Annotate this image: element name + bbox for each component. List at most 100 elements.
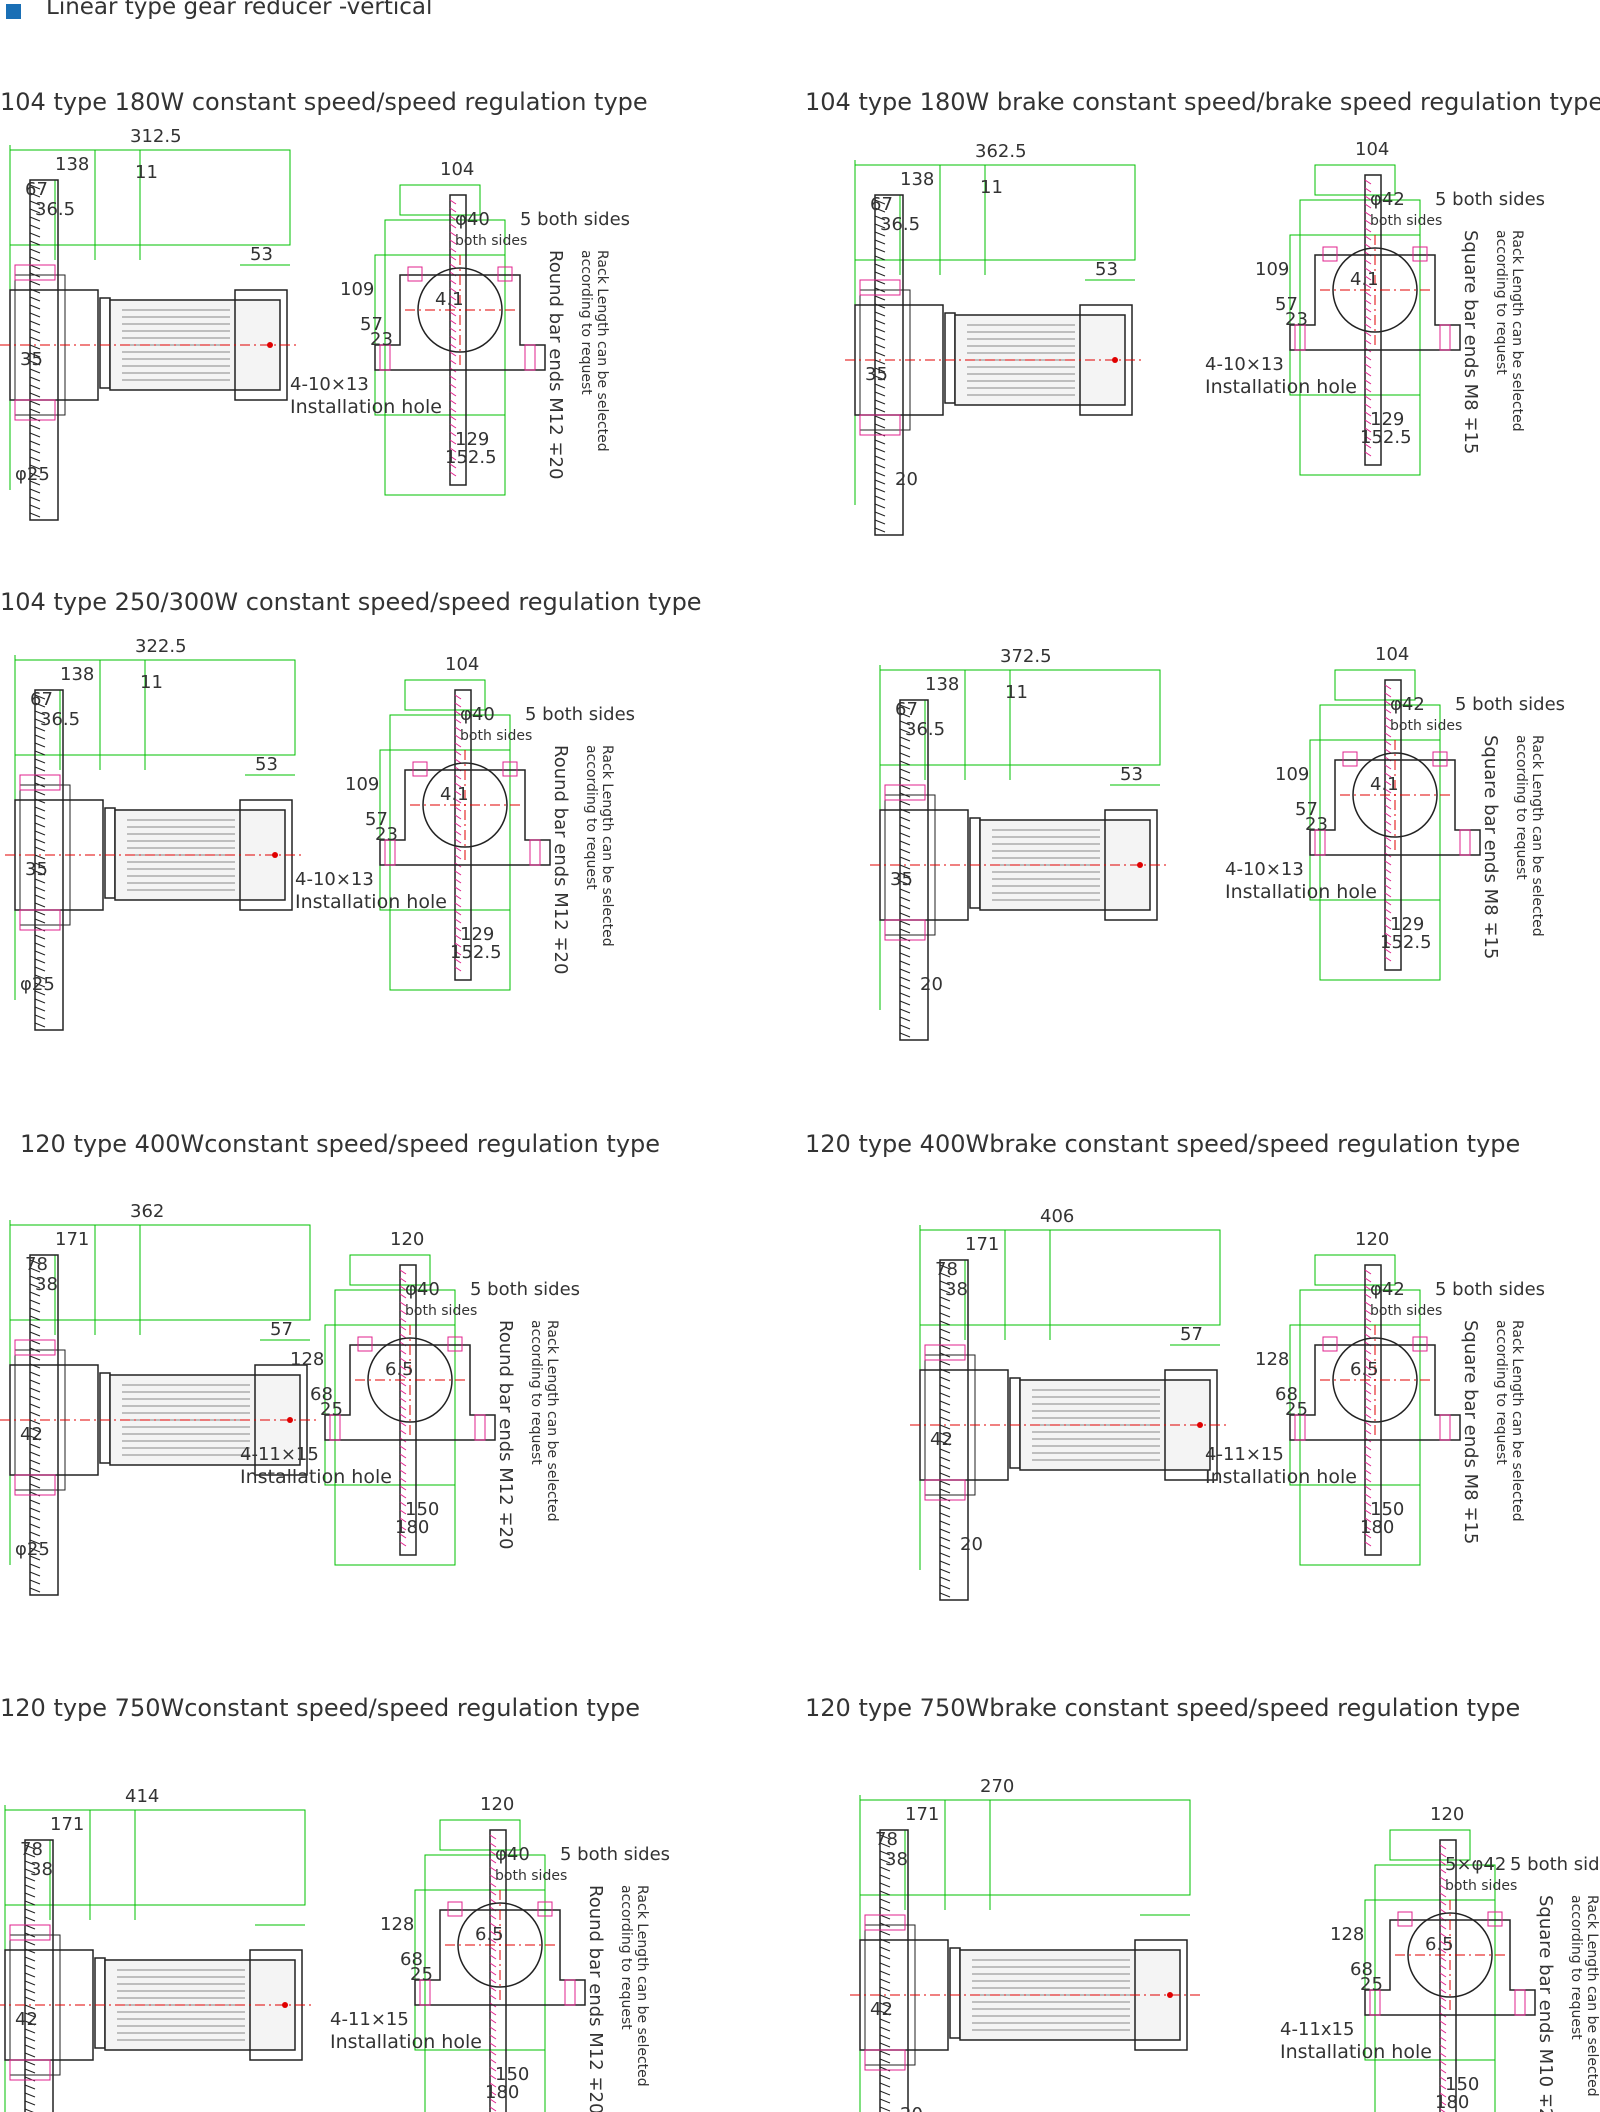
dim-motor-cap: 57 bbox=[270, 1319, 293, 1340]
dim-bar-diameter: φ25 bbox=[15, 464, 50, 485]
drawing-panel: 104 type 250/300W constant speed/speed r… bbox=[0, 588, 702, 1031]
dim-rack-center: 36.5 bbox=[880, 214, 920, 235]
dim-base-height: 57 bbox=[365, 809, 388, 830]
dim-base-height: 57 bbox=[1295, 799, 1318, 820]
dim-hole-spec: 4-10×13 bbox=[1225, 859, 1304, 880]
dim-base-thickness: 23 bbox=[1305, 814, 1328, 835]
drawing-panel: 104 type 180W constant speed/speed regul… bbox=[0, 88, 648, 521]
dim-overall-length: 270 bbox=[980, 1776, 1014, 1797]
dim-base-length: 152.5 bbox=[1360, 427, 1412, 448]
dim-gearbox-length: 138 bbox=[900, 169, 934, 190]
dim-rack-height: 42 bbox=[20, 1424, 43, 1445]
bar-ends-note: Round bar ends M12 ∓20 bbox=[585, 1885, 606, 2112]
dim-hole-spacing: 150 bbox=[495, 2064, 529, 2085]
dim-five-both-sides: 5 both sides bbox=[1455, 694, 1565, 715]
bar-ends-note: Round bar ends M12 ∓20 bbox=[550, 745, 571, 974]
dim-hole-spacing: 150 bbox=[1370, 1499, 1404, 1520]
rack-request-note: according to request bbox=[618, 1885, 634, 2030]
panel-title: 104 type 250/300W constant speed/speed r… bbox=[0, 588, 702, 616]
dim-gearbox-length: 171 bbox=[50, 1814, 84, 1835]
dim-base-length: 180 bbox=[1360, 1517, 1394, 1538]
rack-request-note: according to request bbox=[578, 250, 594, 395]
dim-front-width: 120 bbox=[1430, 1804, 1464, 1825]
dim-gear-diameter: φ42 bbox=[1370, 189, 1405, 210]
rack-request-note: according to request bbox=[1568, 1895, 1584, 2040]
both-sides-note: both sides bbox=[405, 1303, 477, 1319]
gear-circle bbox=[457, 1902, 543, 1988]
dim-motor-cap: 53 bbox=[1095, 259, 1118, 280]
dim-motor-cap: 53 bbox=[1120, 764, 1143, 785]
dim-rack-offset: 78 bbox=[20, 1839, 43, 1860]
dim-rack-center: 38 bbox=[885, 1849, 908, 1870]
dim-rack-offset: 78 bbox=[935, 1259, 958, 1280]
dim-rack-center: 36.5 bbox=[35, 199, 75, 220]
dim-height: 109 bbox=[340, 279, 374, 300]
dim-rack-height: 35 bbox=[865, 364, 888, 385]
rack-length-note: Rack Length can be selected bbox=[599, 745, 615, 947]
dim-rack-height: 35 bbox=[25, 859, 48, 880]
dim-overall-length: 406 bbox=[1040, 1206, 1074, 1227]
dim-front-width: 120 bbox=[480, 1794, 514, 1815]
gear-circle bbox=[1407, 1912, 1493, 1998]
bar-ends-note: Round bar ends M12 ∓20 bbox=[495, 1320, 516, 1549]
dim-front-width: 104 bbox=[1375, 644, 1409, 665]
dim-overall-length: 362.5 bbox=[975, 141, 1027, 162]
dim-gear-diameter: φ40 bbox=[455, 209, 490, 230]
dim-motor-cap: 53 bbox=[250, 244, 273, 265]
dim-five-both-sides: 5 both sides bbox=[560, 1844, 670, 1865]
gear-circle bbox=[417, 267, 503, 353]
drawing-panel: 120 type 400Wconstant speed/speed regula… bbox=[0, 1130, 660, 1596]
side-view: 414171783842φ25 bbox=[0, 1786, 315, 2112]
dim-center-offset: 4.1 bbox=[440, 784, 469, 805]
rack-length-note: Rack Length can be selected bbox=[544, 1320, 560, 1522]
dim-front-width: 120 bbox=[390, 1229, 424, 1250]
dim-base-thickness: 23 bbox=[375, 824, 398, 845]
dim-five-both-sides: 5 both sides bbox=[470, 1279, 580, 1300]
dim-height: 109 bbox=[1255, 259, 1289, 280]
installation-hole-label: Installation hole bbox=[1205, 376, 1357, 398]
dim-gearbox-length: 171 bbox=[55, 1229, 89, 1250]
page-title: Linear type gear reducer -vertical bbox=[46, 0, 433, 20]
dim-rack-height: 42 bbox=[870, 1999, 893, 2020]
dim-bar-width: 20 bbox=[920, 974, 943, 995]
bar-ends-note: Square bar ends M8 ∓15 bbox=[1460, 1320, 1481, 1544]
drawing-panel: 120 type 750Wconstant speed/speed regula… bbox=[0, 1694, 670, 2112]
both-sides-note: both sides bbox=[1370, 213, 1442, 229]
rack-request-note: according to request bbox=[1513, 735, 1529, 880]
dim-base-height: 68 bbox=[1275, 1384, 1298, 1405]
dim-base-height: 57 bbox=[360, 314, 383, 335]
dim-flange-width: 11 bbox=[140, 672, 163, 693]
gear-circle bbox=[367, 1337, 453, 1423]
installation-hole-label: Installation hole bbox=[1225, 881, 1377, 903]
dim-five-both-sides: 5 both sides bbox=[1435, 189, 1545, 210]
dim-hole-spec: 4-11×15 bbox=[330, 2009, 409, 2030]
dim-hole-spacing: 129 bbox=[1390, 914, 1424, 935]
dim-hole-spacing: 129 bbox=[460, 924, 494, 945]
dim-base-length: 180 bbox=[395, 1517, 429, 1538]
rack-length-note: Rack Length can be selected bbox=[1584, 1895, 1600, 2097]
dim-base-thickness: 25 bbox=[320, 1399, 343, 1420]
dim-center-offset: 6.5 bbox=[1425, 1934, 1454, 1955]
installation-hole-label: Installation hole bbox=[295, 891, 447, 913]
dim-gear-diameter: φ42 bbox=[1370, 1279, 1405, 1300]
dim-hole-spacing: 150 bbox=[1445, 2074, 1479, 2095]
drawing-panel: 120 type 750Wbrake constant speed/speed … bbox=[805, 1694, 1600, 2112]
both-sides-note: both sides bbox=[495, 1868, 567, 1884]
dim-motor-cap: 57 bbox=[1180, 1324, 1203, 1345]
dim-gear-diameter: 5×φ42 bbox=[1445, 1854, 1506, 1875]
panel-title: 120 type 750Wbrake constant speed/speed … bbox=[805, 1694, 1520, 1722]
installation-hole-label: Installation hole bbox=[290, 396, 442, 418]
dim-base-height: 68 bbox=[1350, 1959, 1373, 1980]
dim-base-thickness: 23 bbox=[1285, 309, 1308, 330]
rack-length-note: Rack Length can be selected bbox=[1509, 1320, 1525, 1522]
dim-height: 128 bbox=[1255, 1349, 1289, 1370]
dim-gearbox-length: 171 bbox=[965, 1234, 999, 1255]
dim-front-width: 104 bbox=[445, 654, 479, 675]
